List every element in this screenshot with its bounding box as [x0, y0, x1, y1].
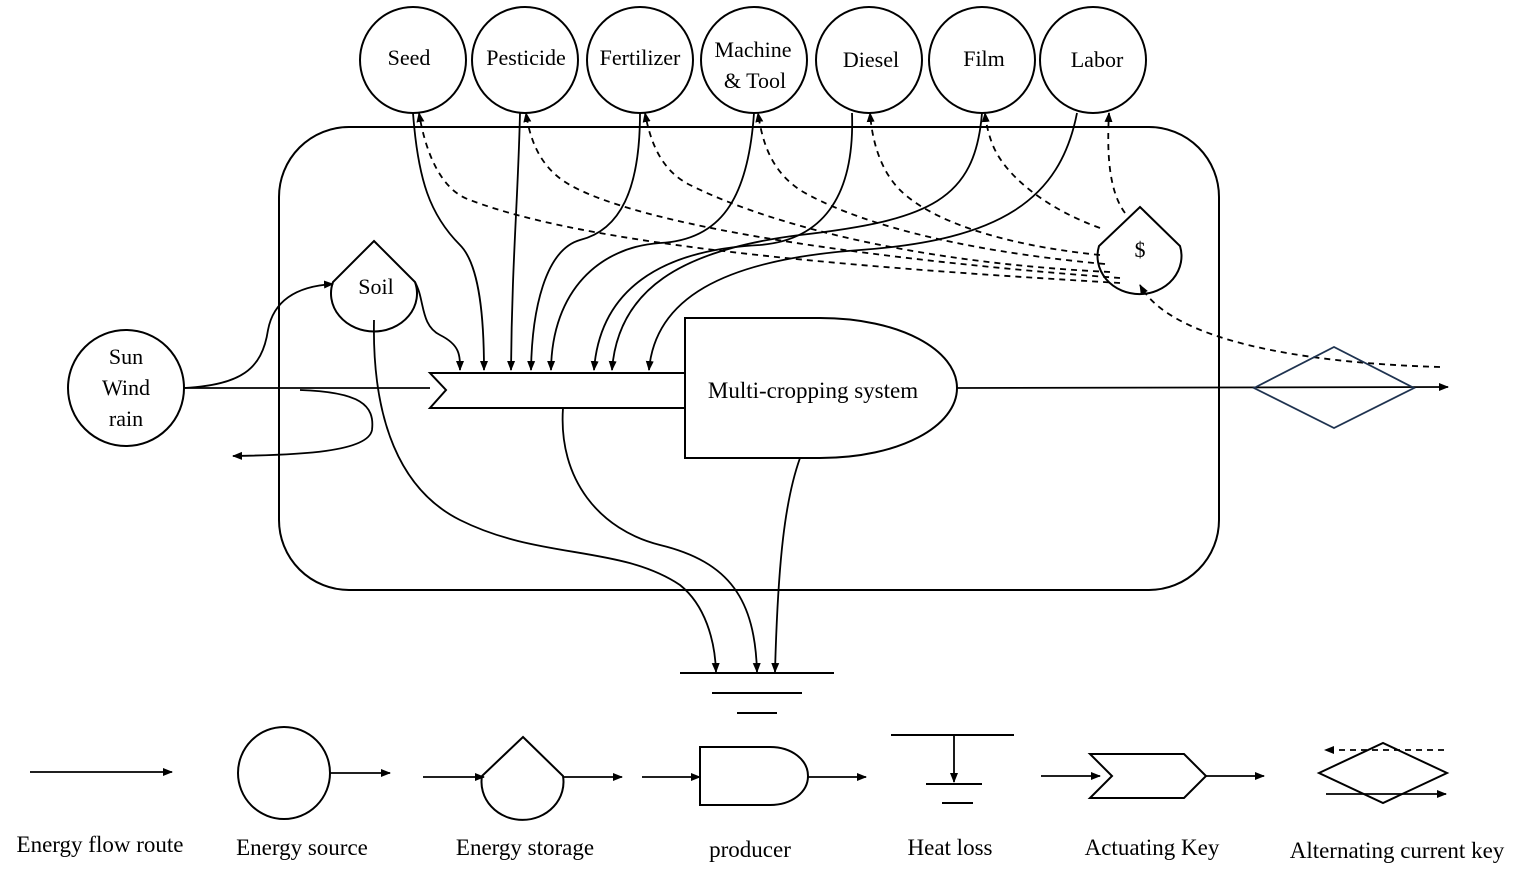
source-diesel-label: Diesel [843, 47, 899, 72]
legend-actuating-key-label: Actuating Key [1085, 835, 1220, 860]
exchange-diamond [1252, 345, 1416, 430]
money-flows [416, 112, 1441, 368]
source-film: Film [928, 6, 1036, 114]
legend-producer-label: producer [709, 837, 791, 862]
money-label: $ [1135, 237, 1146, 262]
legend-energy-source-label: Energy source [236, 835, 368, 860]
legend-alternating-current-key-label: Alternating current key [1290, 838, 1505, 863]
source-labor: Labor [1039, 6, 1147, 114]
source-fertilizer: Fertilizer [586, 6, 694, 114]
legend-energy-flow-route-label: Energy flow route [17, 832, 184, 857]
environment-flows [183, 280, 464, 460]
storage-soil-label: Soil [358, 274, 393, 299]
environment-label-line1: Sun [109, 344, 143, 369]
environment-label-line2: Wind [102, 375, 150, 400]
source-film-label: Film [963, 46, 1005, 71]
source-environment: Sun Wind rain [67, 329, 185, 447]
legend-energy-storage: Energy storage [423, 735, 623, 860]
legend: Energy flow route Energy source Energy s… [17, 726, 1505, 863]
legend-producer: producer [642, 746, 867, 862]
legend-heat-loss-label: Heat loss [908, 835, 993, 860]
source-labor-label: Labor [1071, 47, 1124, 72]
legend-alternating-current-key: Alternating current key [1290, 741, 1505, 863]
source-pesticide: Pesticide [471, 6, 579, 114]
interaction-actuating [427, 372, 685, 409]
heat-loss-flows [373, 319, 801, 673]
storage-soil: Soil [330, 239, 418, 333]
system-boundary [278, 126, 1220, 591]
legend-energy-source: Energy source [236, 726, 391, 860]
source-seed: Seed [359, 6, 467, 114]
source-diesel: Diesel [815, 6, 923, 114]
legend-heat-loss: Heat loss [891, 734, 1014, 860]
environment-label-line3: rain [109, 406, 143, 431]
legend-energy-storage-label: Energy storage [456, 835, 594, 860]
source-seed-label: Seed [388, 45, 431, 70]
producer-multi-cropping: Multi-cropping system [684, 317, 959, 459]
legend-energy-flow-route: Energy flow route [17, 768, 184, 857]
heat-sink [680, 672, 834, 714]
output-flow [956, 345, 1449, 430]
legend-actuating-key: Actuating Key [1041, 753, 1265, 860]
source-fertilizer-label: Fertilizer [600, 45, 681, 70]
source-pesticide-label: Pesticide [486, 45, 565, 70]
producer-label: Multi-cropping system [708, 378, 918, 403]
source-machine-label-line1: Machine [715, 37, 792, 62]
source-machine-tool: Machine & Tool [700, 6, 808, 114]
input-flows [412, 112, 1078, 371]
source-machine-label-line2: & Tool [724, 68, 786, 93]
storage-money: $ [1096, 205, 1183, 295]
